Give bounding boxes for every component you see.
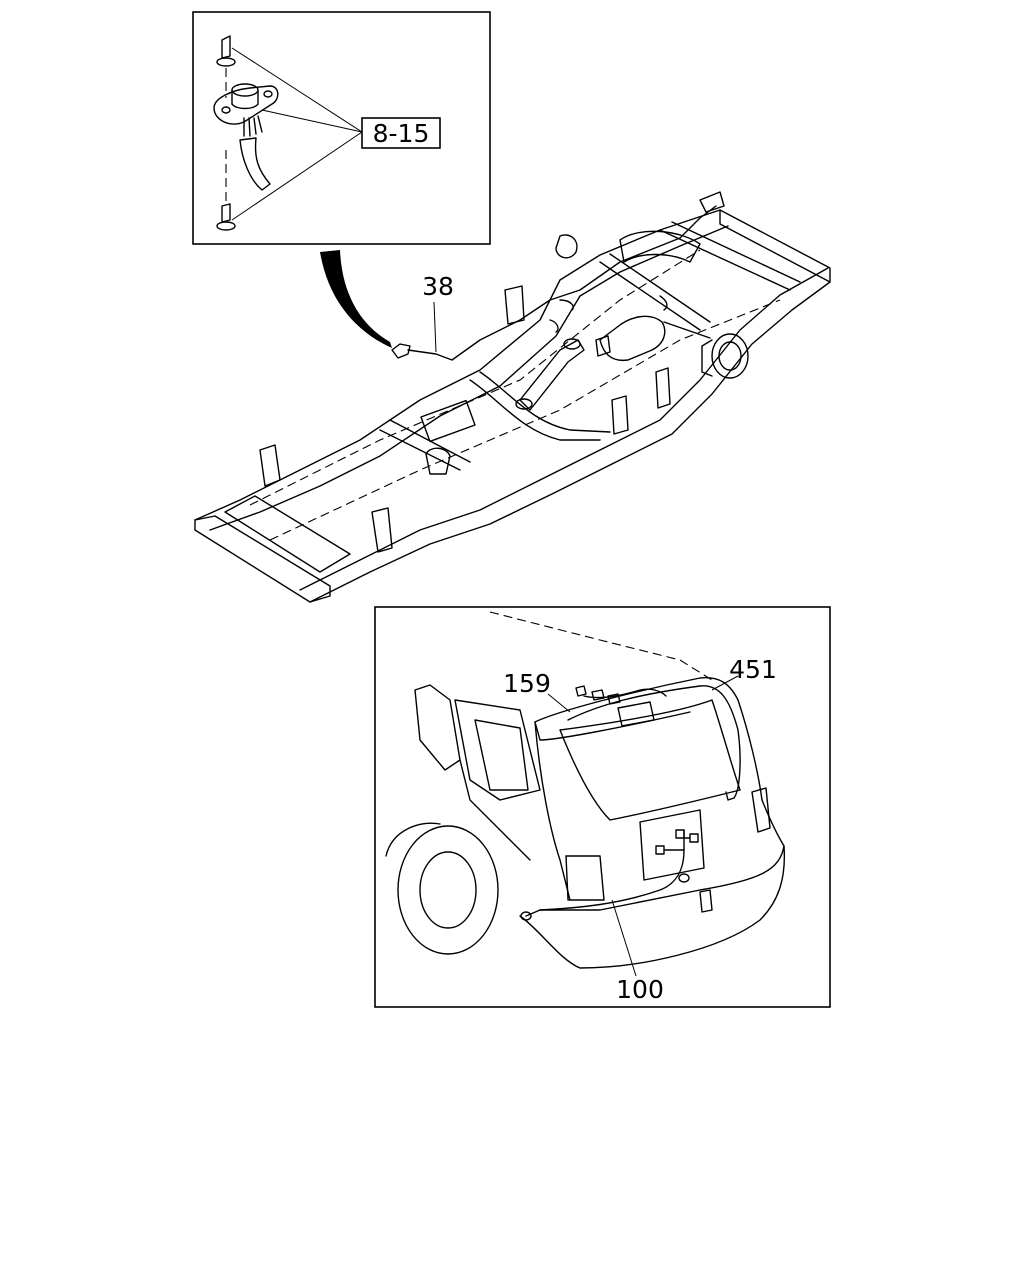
rear-harness (520, 829, 699, 921)
sensor-inset: 8-15 (192, 11, 491, 245)
rear-connector-cluster (575, 685, 667, 727)
sensor-body (213, 83, 279, 125)
rear-differential (595, 315, 711, 362)
rear-wheel-hub (701, 333, 749, 379)
leader-159 (547, 693, 571, 713)
fuel-tank (555, 230, 701, 263)
reference-box (361, 117, 441, 149)
callout-38: 38 (422, 272, 454, 301)
rear-wheel (385, 822, 499, 955)
reference-label: 8-15 (373, 119, 430, 148)
callout-100: 100 (616, 975, 664, 1004)
top-bolt (216, 35, 236, 67)
callout-159: 159 (503, 669, 551, 698)
exhaust-system (515, 338, 585, 411)
chassis-frame (194, 209, 831, 603)
sensor-wires (239, 115, 271, 191)
callout-451: 451 (729, 655, 777, 684)
leader-100 (611, 899, 637, 977)
bottom-bolt (216, 203, 236, 231)
frame-harness (391, 191, 725, 361)
rear-vehicle-inset (374, 606, 831, 1008)
inset-pointer-arrow (320, 250, 392, 348)
leader-38 (433, 301, 437, 353)
leader-451 (711, 675, 739, 691)
